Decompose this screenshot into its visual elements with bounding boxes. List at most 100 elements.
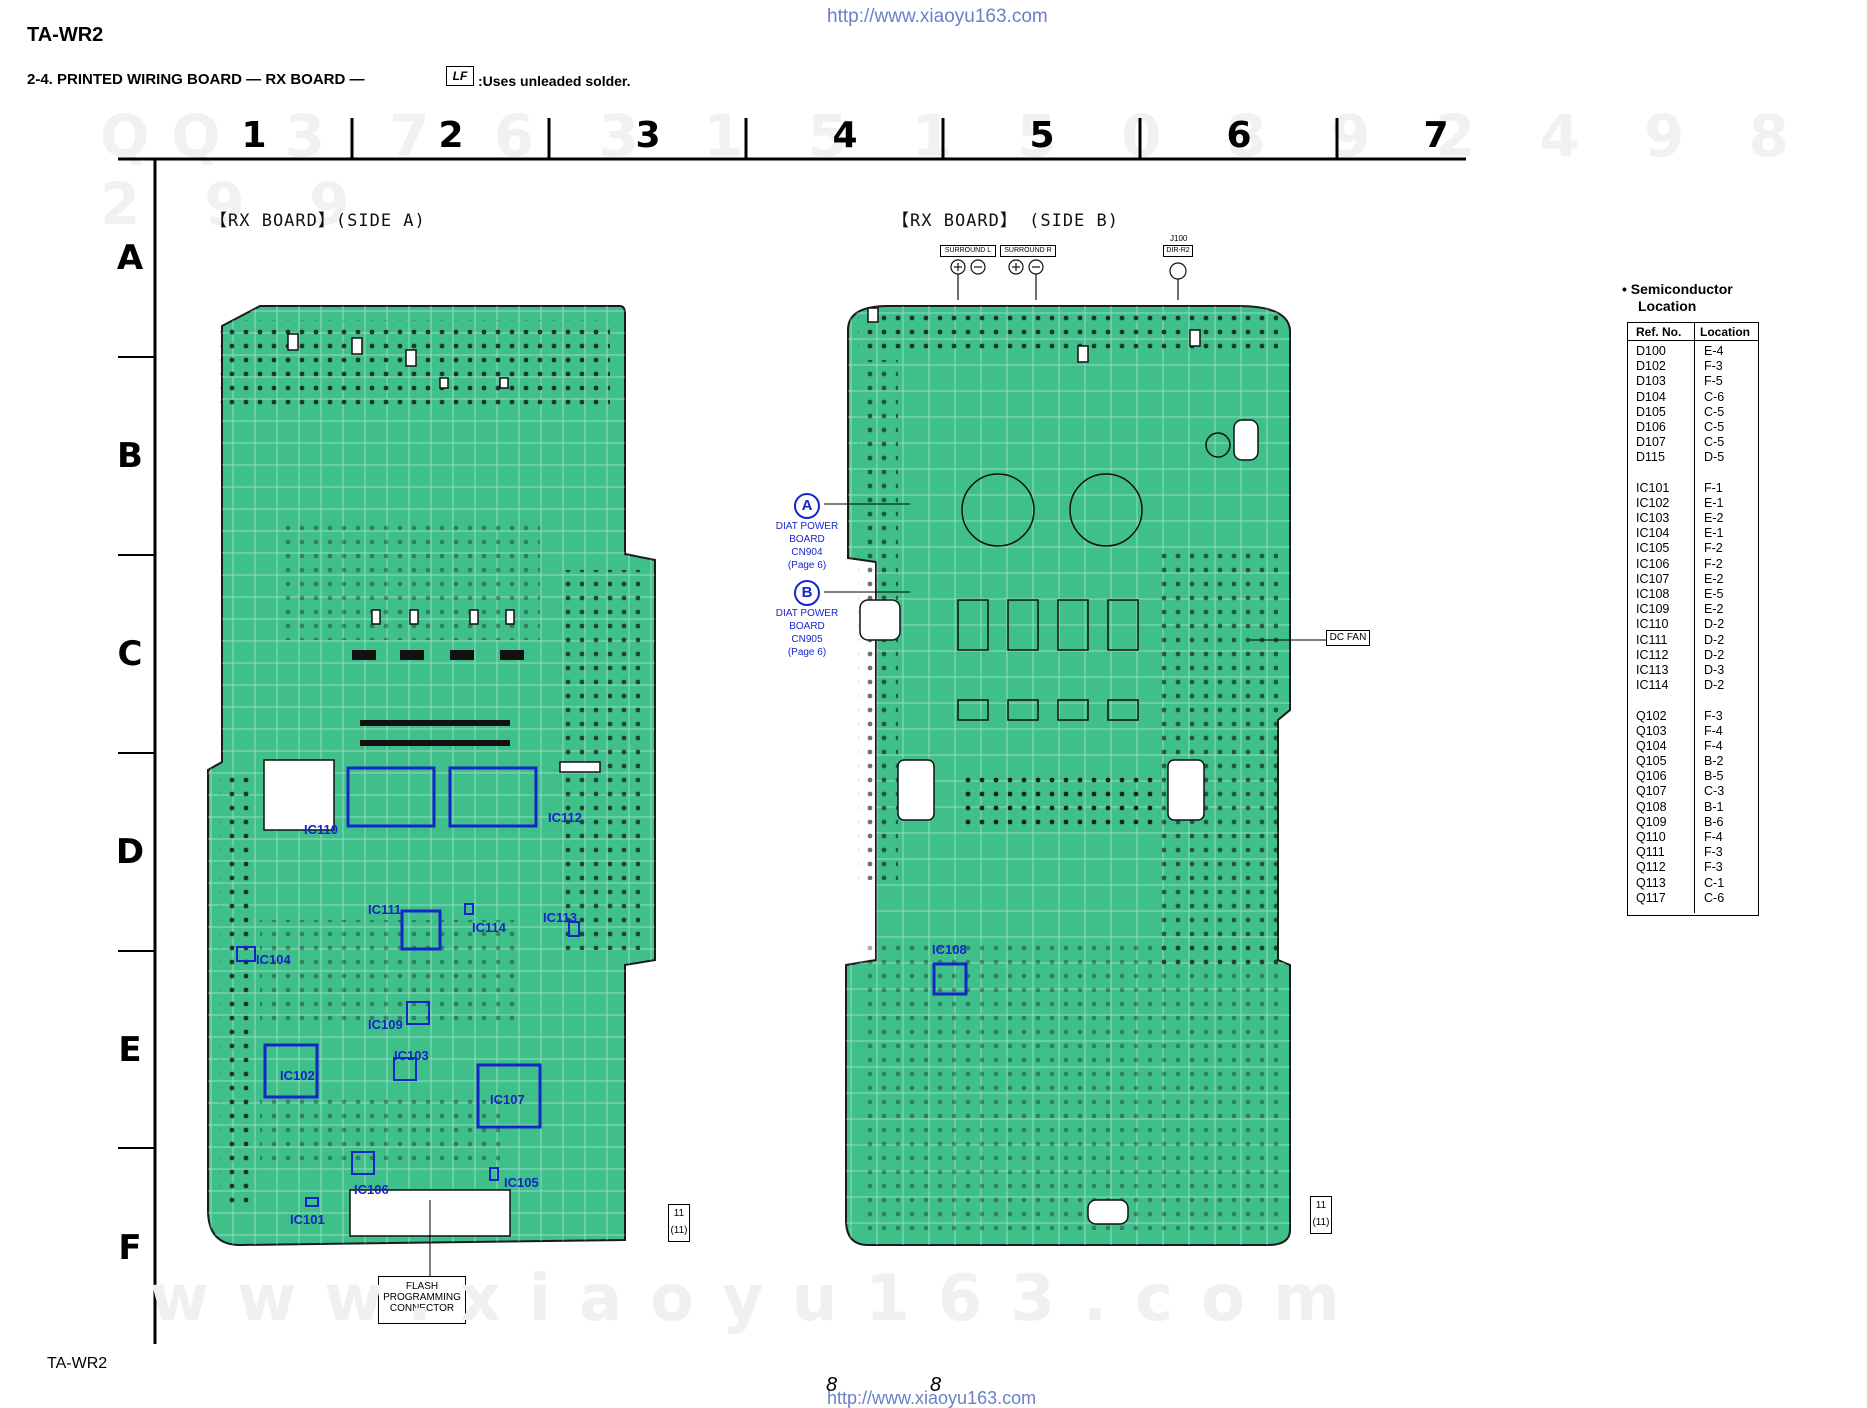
ref-no: D105	[1636, 404, 1666, 419]
ref-no: IC101	[1636, 480, 1670, 495]
ref-no: Q105	[1636, 754, 1667, 769]
ref-no: Q106	[1636, 769, 1667, 784]
j100-label: J100	[1170, 234, 1188, 243]
location: C-1	[1704, 875, 1725, 890]
side-b-top-terminals	[950, 259, 1187, 300]
grid-row-e: E	[118, 1030, 142, 1070]
ref-no: IC106	[1636, 556, 1670, 571]
grid-row-c: C	[117, 634, 143, 674]
ic107-label: IC107	[490, 1092, 525, 1107]
ref-no: IC113	[1636, 662, 1669, 677]
ref-no: Q109	[1636, 814, 1667, 829]
location: F-2	[1704, 541, 1723, 556]
location: F-3	[1704, 845, 1723, 860]
location: C-5	[1704, 419, 1725, 434]
header-url[interactable]: http://www.xiaoyu163.com	[827, 6, 1048, 27]
grid-row-a: A	[116, 238, 144, 278]
ic108-label: IC108	[932, 942, 967, 957]
ic110-label: IC110	[304, 822, 338, 837]
board-b-title: 【RX BOARD】 (SIDE B)	[892, 211, 1119, 231]
semiconductor-row: IC110 D-2	[1628, 617, 1758, 632]
connector-b-label: DIAT POWER BOARD CN905 (Page 6)	[775, 608, 839, 658]
location: E-2	[1704, 571, 1724, 586]
table-header-location: Location	[1700, 325, 1750, 339]
ref-no: D100	[1636, 344, 1666, 358]
ref-no: Q107	[1636, 784, 1667, 799]
ref-no: IC104	[1636, 526, 1670, 541]
ref-no: D106	[1636, 419, 1666, 434]
model-title: TA-WR2	[27, 24, 104, 46]
grid-col-7: 7	[1423, 115, 1449, 156]
ref-no: IC114	[1636, 678, 1669, 693]
lf-mark-icon: LF	[446, 66, 474, 86]
semiconductor-row: Q111 F-3	[1628, 845, 1758, 860]
ic112-label: IC112	[548, 810, 582, 825]
flash-connector-label: FLASH PROGRAMMING CONNECTOR	[378, 1276, 466, 1324]
location: C-5	[1704, 404, 1725, 419]
ref-no: IC112	[1636, 647, 1669, 662]
location: C-6	[1704, 389, 1725, 404]
semiconductor-row: D106 C-5	[1628, 420, 1758, 435]
location: E-5	[1704, 587, 1724, 601]
group-spacer	[1628, 466, 1758, 481]
ic111-label: IC111	[368, 902, 402, 917]
connector-leader-lines	[824, 503, 910, 593]
location: D-2	[1704, 617, 1725, 632]
ref-no: IC105	[1636, 541, 1670, 556]
grid-col-2: 2	[438, 115, 464, 156]
location: F-2	[1704, 556, 1723, 571]
ref-no: IC110	[1636, 617, 1669, 632]
ic104-label: IC104	[256, 952, 291, 967]
connector-a-label: DIAT POWER BOARD CN904 (Page 6)	[775, 521, 839, 571]
footer-url[interactable]: http://www.xiaoyu163.com	[827, 1388, 1037, 1408]
table-header-ref: Ref. No.	[1636, 325, 1682, 339]
location: D-2	[1704, 647, 1725, 662]
board-a-title: 【RX BOARD】(SIDE A)	[210, 211, 426, 231]
ref-no: IC108	[1636, 587, 1670, 601]
grid-col-5: 5	[1029, 115, 1055, 156]
semiconductor-row: IC103 E-2	[1628, 511, 1758, 526]
semiconductor-row: D105 C-5	[1628, 405, 1758, 420]
dc-fan-label: DC FAN	[1326, 630, 1370, 646]
dir-r2-label: DIR-R2	[1163, 245, 1193, 257]
location: B-1	[1704, 799, 1724, 814]
ref-no: D107	[1636, 435, 1666, 450]
semiconductor-title: • Semiconductor Location	[1622, 281, 1733, 314]
ref-no: Q102	[1636, 708, 1667, 723]
location: F-4	[1704, 738, 1723, 753]
location: F-3	[1704, 860, 1723, 875]
flash-leader-line	[429, 1200, 431, 1280]
ref-no: IC103	[1636, 511, 1670, 526]
grid-col-6: 6	[1226, 115, 1252, 156]
ref-no: Q111	[1636, 845, 1665, 860]
semiconductor-row: IC108 E-5	[1628, 587, 1758, 602]
ref-no: IC102	[1636, 495, 1670, 510]
watermark-text: www.xiaoyu163.com	[150, 1262, 1368, 1336]
location: E-1	[1704, 526, 1724, 541]
semiconductor-row: D107 C-5	[1628, 435, 1758, 450]
location: F-4	[1704, 723, 1723, 738]
location: F-3	[1704, 708, 1723, 723]
ref-no: Q110	[1636, 830, 1666, 844]
location: C-6	[1704, 890, 1725, 905]
ic106-label: IC106	[354, 1182, 389, 1197]
ref-no: D103	[1636, 374, 1666, 389]
page-number-left: 8	[826, 1374, 838, 1396]
ic101-label: IC101	[290, 1212, 325, 1227]
location: E-2	[1704, 511, 1724, 526]
semiconductor-row: IC104 E-1	[1628, 526, 1758, 541]
location: C-5	[1704, 435, 1725, 450]
